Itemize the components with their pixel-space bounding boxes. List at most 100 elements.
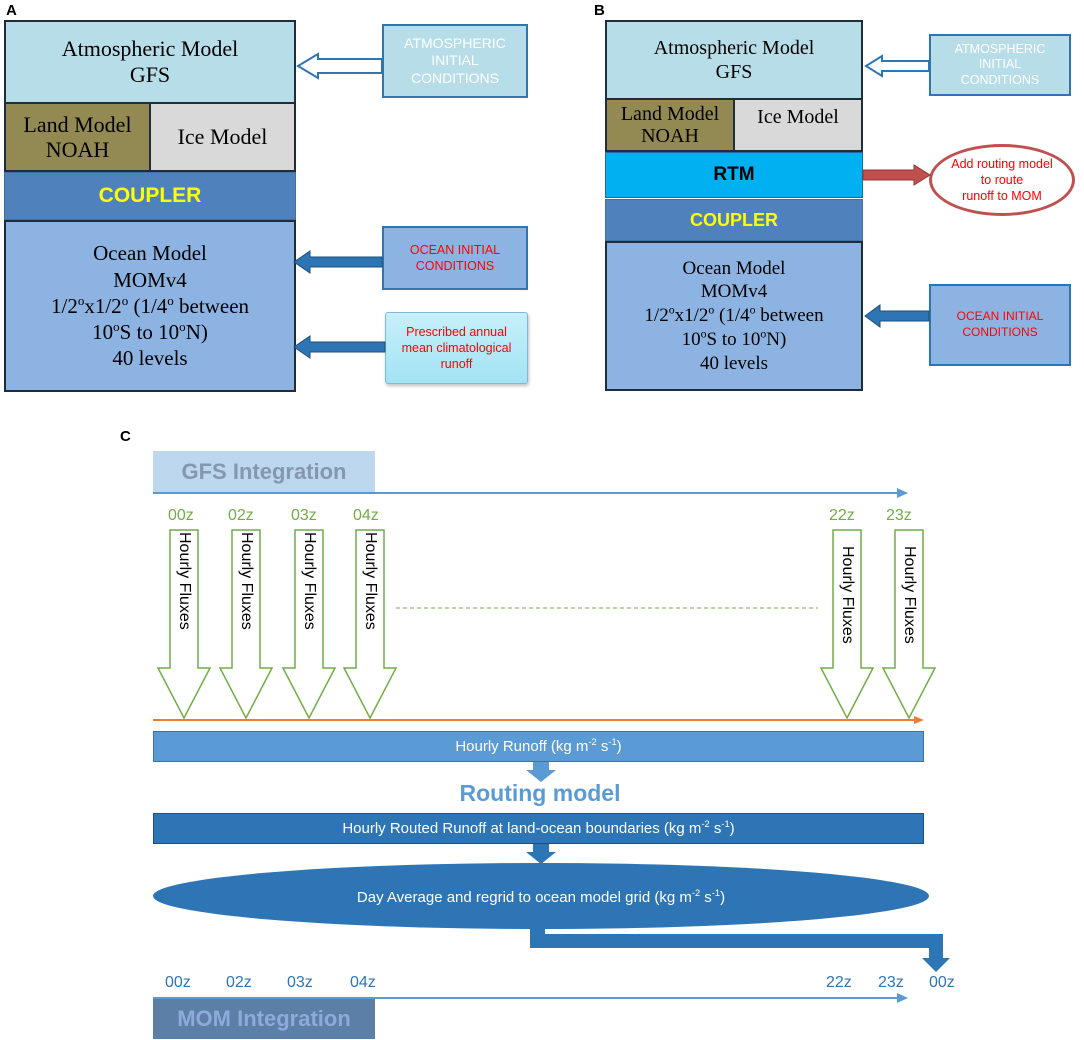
gfs-integration-banner: GFS Integration bbox=[153, 451, 375, 493]
flux-label-03z: Hourly Fluxes bbox=[301, 532, 318, 630]
ice-model-box: Ice Model bbox=[149, 102, 296, 172]
runoff-timeline-arrowhead bbox=[914, 716, 924, 724]
b-atm-model-title: Atmospheric Model bbox=[653, 37, 815, 59]
atm-ic-arrow bbox=[296, 52, 383, 80]
b-ocean-model-title: Ocean Model bbox=[682, 257, 786, 279]
flux-arrow-23z bbox=[881, 529, 937, 720]
b-coupler-label: COUPLER bbox=[689, 209, 778, 230]
b-atm-model-name: GFS bbox=[715, 61, 753, 83]
mom-integration-label: MOM Integration bbox=[177, 1006, 351, 1031]
atm-initial-conditions-box: ATMOSPHERIC INITIAL CONDITIONS bbox=[382, 24, 528, 98]
ocean-ic-line2: CONDITIONS bbox=[415, 259, 495, 273]
flux-label-23z: Hourly Fluxes bbox=[901, 546, 918, 644]
rtm-arrow bbox=[862, 164, 931, 186]
b-ocean-resolution: 1/2ox1/2o (1/4o between bbox=[644, 303, 824, 327]
hour-label-04z-top: 04z bbox=[353, 507, 379, 524]
flux-arrow-02z bbox=[218, 529, 274, 720]
hour-label-00z-top: 00z bbox=[168, 507, 194, 524]
atmospheric-model-box: Atmospheric Model GFS bbox=[4, 20, 296, 104]
coupler-label: COUPLER bbox=[98, 184, 202, 207]
flux-label-00z: Hourly Fluxes bbox=[176, 532, 193, 630]
atm-ic-line1: ATMOSPHERIC bbox=[404, 34, 506, 51]
hour-label-02z-bottom: 02z bbox=[226, 974, 252, 991]
hour-label-02z-top: 02z bbox=[228, 507, 254, 524]
gfs-timeline-arrowhead bbox=[897, 488, 908, 498]
b-atm-ic-line3: CONDITIONS bbox=[960, 72, 1040, 87]
flux-label-02z: Hourly Fluxes bbox=[238, 532, 255, 630]
b-land-model-title: Land Model bbox=[620, 103, 720, 125]
flux-arrow-03z bbox=[281, 529, 337, 720]
atm-model-title: Atmospheric Model bbox=[61, 35, 239, 61]
ocean-levels: 40 levels bbox=[112, 346, 188, 371]
flux-arrow-04z bbox=[342, 529, 398, 720]
b-ocean-model-box: Ocean Model MOMv4 1/2ox1/2o (1/4o betwee… bbox=[605, 241, 863, 391]
down-arrow-to-routing bbox=[526, 762, 556, 782]
panel-b-label: B bbox=[594, 2, 605, 19]
runoff-line1: Prescribed annual bbox=[406, 324, 507, 339]
b-atm-ic-line1: ATMOSPHERIC bbox=[954, 41, 1046, 56]
gfs-integration-label: GFS Integration bbox=[181, 459, 347, 484]
ocean-model-name: MOMv4 bbox=[113, 267, 187, 292]
b-ocean-latitude-band: 10oS to 10oN) bbox=[681, 327, 787, 350]
day-average-label: Day Average and regrid to ocean model gr… bbox=[356, 887, 726, 906]
atm-ic-line2: INITIAL bbox=[431, 52, 479, 69]
b-ocean-model-name: MOMv4 bbox=[700, 281, 768, 303]
bent-arrow-to-mom bbox=[530, 925, 950, 972]
routing-model-label: Routing model bbox=[459, 780, 621, 806]
b-atm-ic-arrow bbox=[864, 54, 930, 78]
b-ocean-ic-line2: CONDITIONS bbox=[962, 325, 1038, 339]
down-arrow-to-average bbox=[526, 844, 556, 864]
routed-runoff-bar: Hourly Routed Runoff at land-ocean bound… bbox=[153, 813, 924, 844]
hour-label-22z-bottom: 22z bbox=[826, 974, 852, 991]
panel-a-label: A bbox=[6, 2, 17, 19]
b-ice-model-title: Ice Model bbox=[757, 106, 839, 128]
day-average-ellipse bbox=[153, 863, 929, 929]
runoff-line3: runoff bbox=[440, 357, 473, 372]
atm-ic-line3: CONDITIONS bbox=[411, 69, 499, 86]
ocean-latitude-band: 10oS to 10oN) bbox=[92, 319, 208, 345]
ocean-initial-conditions-box: OCEAN INITIAL CONDITIONS bbox=[382, 226, 528, 290]
land-model-name: NOAH bbox=[45, 137, 110, 162]
b-coupler-box: COUPLER bbox=[605, 199, 863, 241]
hour-label-23z-bottom: 23z bbox=[878, 974, 904, 991]
hour-label-23z-top: 23z bbox=[886, 507, 912, 524]
flux-label-22z: Hourly Fluxes bbox=[839, 546, 856, 644]
ocean-ic-arrow bbox=[293, 250, 383, 274]
hourly-runoff-bar: Hourly Runoff (kg m-2 s-1) bbox=[153, 731, 924, 762]
b-ocean-levels: 40 levels bbox=[699, 352, 769, 374]
hour-label-22z-top: 22z bbox=[829, 507, 855, 524]
ocean-model-box: Ocean Model MOMv4 1/2ox1/2o (1/4o betwee… bbox=[4, 220, 296, 392]
atm-model-name: GFS bbox=[129, 62, 171, 87]
mom-timeline-arrowhead bbox=[897, 993, 908, 1003]
panel-c-label: C bbox=[120, 428, 131, 445]
b-ocean-ic-arrow bbox=[864, 304, 930, 328]
ocean-resolution: 1/2ox1/2o (1/4o between bbox=[50, 292, 250, 318]
ocean-model-title: Ocean Model bbox=[93, 241, 207, 266]
ice-model-title: Ice Model bbox=[177, 124, 268, 149]
b-ice-model-box: Ice Model bbox=[733, 98, 863, 152]
runoff-line2: mean climatological bbox=[401, 340, 512, 355]
routing-note-ellipse: Add routing model to route runoff to MOM bbox=[929, 144, 1075, 216]
routed-runoff-label: Hourly Routed Runoff at land-ocean bound… bbox=[342, 819, 735, 837]
b-atm-ic-line2: INITIAL bbox=[978, 57, 1022, 72]
hour-label-04z-bottom: 04z bbox=[350, 974, 376, 991]
routing-note-line2: to route bbox=[980, 172, 1024, 187]
land-model-box: Land Model NOAH bbox=[4, 102, 151, 172]
flux-arrow-00z bbox=[156, 529, 212, 720]
runoff-arrow bbox=[293, 335, 386, 359]
b-ocean-ic-line1: OCEAN INITIAL bbox=[956, 309, 1044, 324]
b-atm-initial-conditions-box: ATMOSPHERIC INITIAL CONDITIONS bbox=[929, 34, 1071, 96]
routing-note-line3: runoff to MOM bbox=[962, 189, 1042, 204]
rtm-label: RTM bbox=[713, 164, 755, 185]
routing-note-line1: Add routing model bbox=[951, 156, 1053, 171]
b-ocean-initial-conditions-box: OCEAN INITIAL CONDITIONS bbox=[929, 284, 1071, 366]
hour-label-00z-bottom: 00z bbox=[165, 974, 191, 991]
flux-label-04z: Hourly Fluxes bbox=[362, 532, 379, 630]
hourly-runoff-label: Hourly Runoff (kg m-2 s-1) bbox=[455, 737, 622, 755]
hour-label-00z-next-day: 00z bbox=[929, 974, 955, 991]
b-land-model-box: Land Model NOAH bbox=[605, 98, 735, 152]
b-land-model-name: NOAH bbox=[641, 125, 699, 147]
land-model-title: Land Model bbox=[23, 111, 132, 137]
flux-arrow-22z bbox=[819, 529, 875, 720]
